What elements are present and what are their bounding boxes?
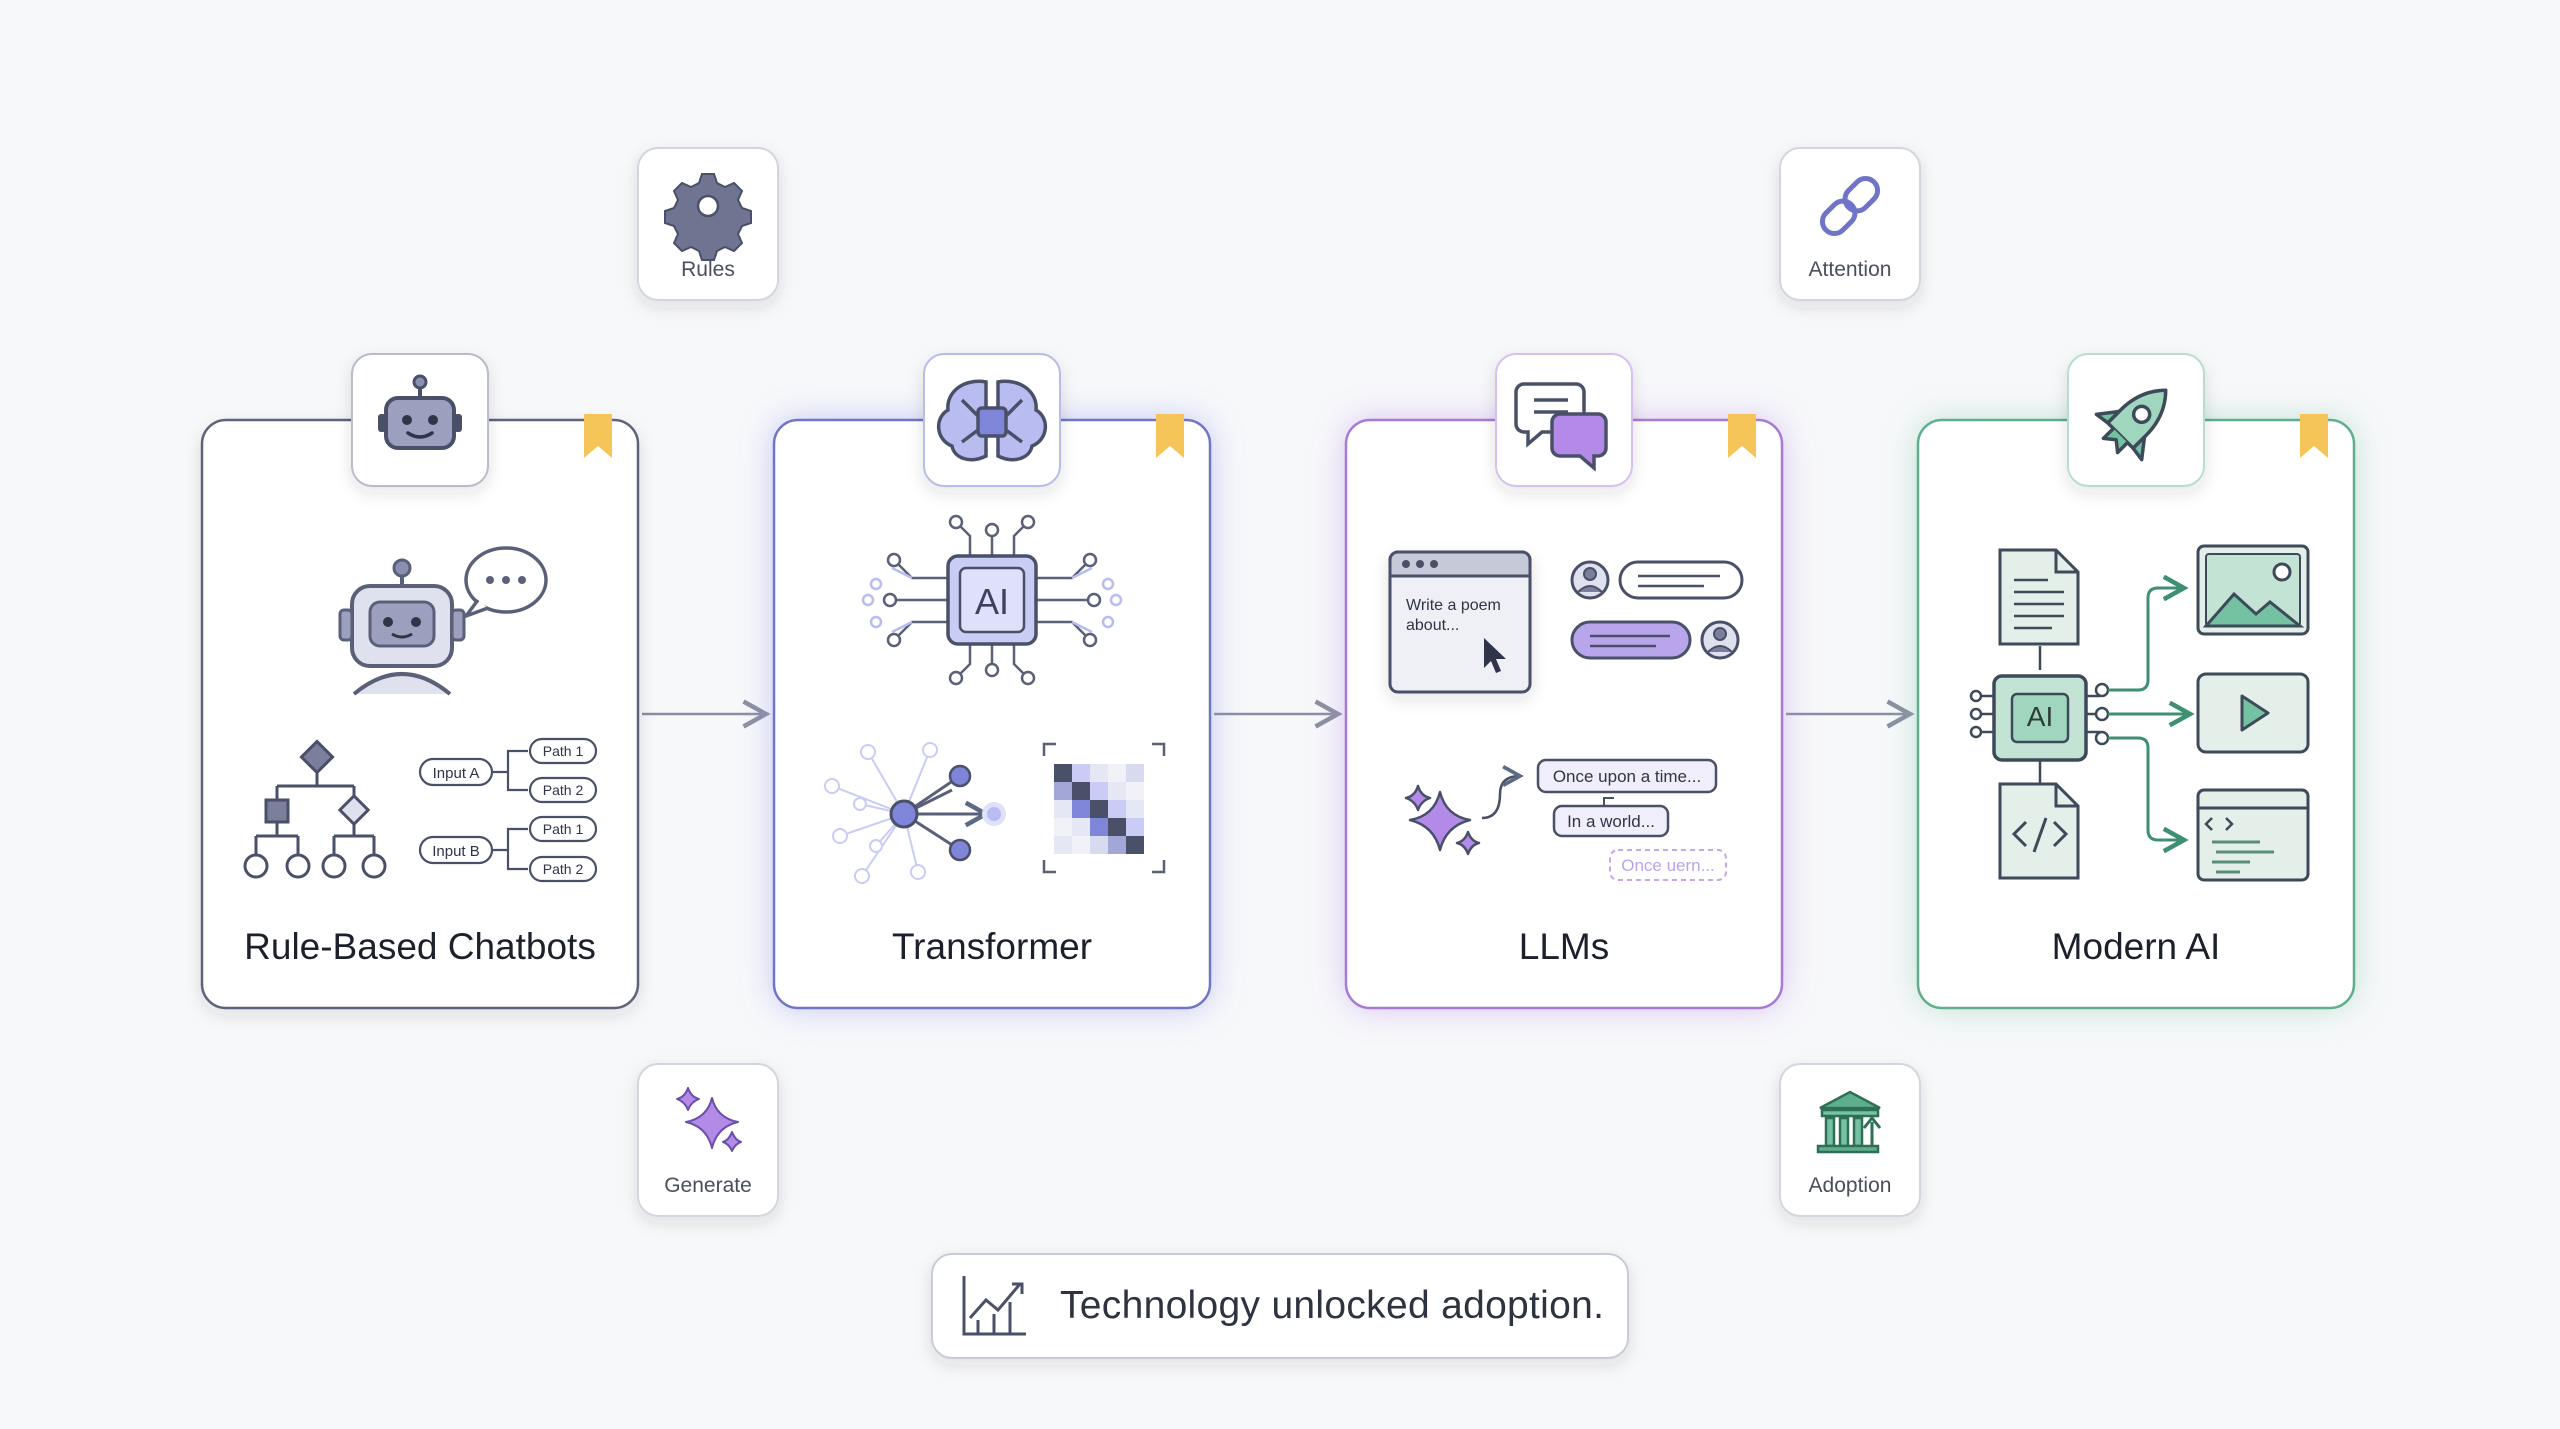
image-output-icon	[2196, 544, 2310, 636]
robot-icon	[378, 374, 462, 450]
prompt-window-icon	[1388, 550, 1532, 694]
rocket-icon	[2094, 388, 2168, 462]
bookmark-icon	[584, 414, 612, 458]
input-a-label: Input A	[433, 765, 480, 782]
chip-nodes	[861, 514, 1123, 686]
generated-text-pills	[1536, 758, 1727, 881]
generated-text-3: Once uern...	[1621, 856, 1715, 875]
generation-arrow	[1481, 776, 1520, 820]
callout-text: Technology unlocked adoption.	[1060, 1284, 1605, 1327]
bank-growth-icon	[1816, 1090, 1882, 1154]
prompt-line-1: Write a poem	[1406, 597, 1501, 614]
path-1-label: Path 1	[543, 821, 584, 837]
sparkles-icon	[1404, 784, 1481, 856]
chatbot-robot-icon	[338, 558, 466, 696]
link-icon	[1819, 175, 1881, 237]
bookmark-icon	[1728, 414, 1756, 458]
badge-adoption	[1779, 1063, 1921, 1217]
output-arrows	[2108, 588, 2190, 840]
generated-text-2: In a world...	[1567, 812, 1655, 831]
chip-label: AI	[2027, 701, 2053, 732]
path-2-label: Path 2	[543, 782, 584, 798]
stage-title-modern-ai: Modern AI	[2051, 926, 2221, 967]
decision-tree-icon	[243, 739, 387, 879]
bookmark-icon	[2300, 414, 2328, 458]
stage-card-llms: Write a poem about...	[1344, 353, 1784, 1010]
path-1-label: Path 1	[543, 743, 584, 759]
ai-chip-icon	[891, 521, 1093, 679]
badge-attention	[1779, 147, 1921, 301]
path-2-label: Path 2	[543, 861, 584, 877]
chart-trend-icon	[962, 1276, 1026, 1336]
stage-title-rule-based: Rule-Based Chatbots	[244, 926, 596, 967]
prompt-line-2: about...	[1406, 617, 1459, 634]
badge-generate	[637, 1063, 779, 1217]
stage-card-modern-ai: AI	[1916, 353, 2356, 1010]
callout-box	[931, 1253, 1629, 1359]
stage-title-transformer: Transformer	[891, 926, 1093, 967]
generated-text-1: Once upon a time...	[1553, 767, 1701, 786]
bookmark-icon	[1156, 414, 1184, 458]
ai-chip-icon	[1980, 646, 2100, 784]
document-icon	[1998, 548, 2080, 646]
video-output-icon	[2196, 672, 2310, 754]
badge-rules	[637, 147, 779, 301]
rule-flow	[418, 737, 598, 883]
stage-title-llms: LLMs	[1518, 926, 1610, 967]
sparkles-icon	[676, 1087, 742, 1152]
speech-bubble-icon	[464, 546, 548, 618]
gear-icon	[664, 173, 752, 261]
badge-generate-label: Generate	[664, 1174, 752, 1197]
input-b-label: Input B	[432, 843, 480, 860]
attention-graph-icon	[824, 742, 1006, 884]
chip-label: AI	[975, 581, 1009, 622]
attention-matrix-icon	[1042, 742, 1166, 874]
chat-conversation-icon	[1570, 560, 1744, 660]
stage-card-rule-based: Input A Path 1 Path 2 Input B Path 1 Pat…	[200, 353, 640, 1010]
cursor-icon	[1484, 638, 1506, 673]
code-output-icon	[2196, 788, 2310, 882]
brain-chip-icon	[937, 379, 1047, 462]
chat-bubbles-icon	[1514, 382, 1608, 472]
badge-adoption-label: Adoption	[1808, 1174, 1892, 1197]
code-file-icon	[1998, 782, 2080, 880]
stage-card-transformer: AI	[772, 353, 1212, 1010]
badge-rules-label: Rules	[681, 258, 735, 281]
badge-attention-label: Attention	[1808, 258, 1892, 281]
